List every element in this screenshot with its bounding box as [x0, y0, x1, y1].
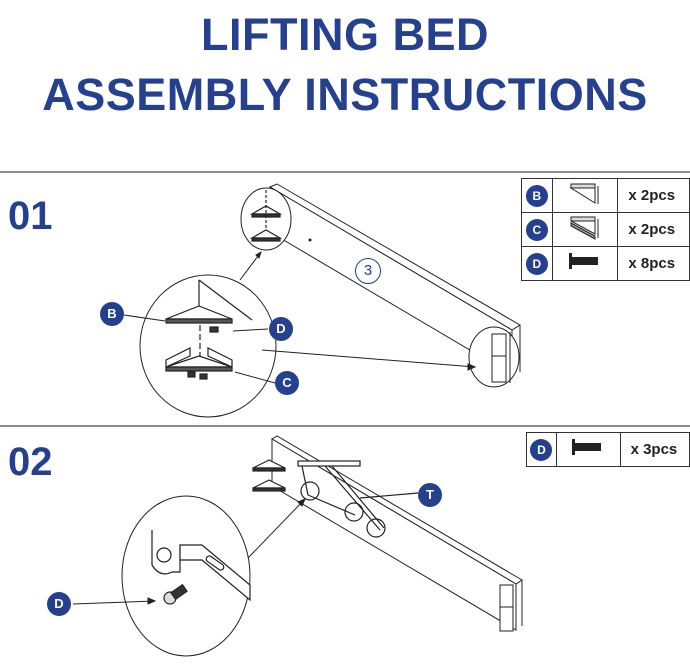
callout-b: B [100, 302, 124, 326]
screw-icon [572, 439, 602, 455]
title-line-1: LIFTING BED [201, 9, 489, 60]
screw-icon [568, 253, 598, 269]
callout-t: T [418, 483, 442, 507]
divider [0, 171, 690, 173]
title-line-2: ASSEMBLY INSTRUCTIONS [42, 69, 648, 120]
screw-d-detail [163, 583, 188, 605]
callout-d: D [47, 592, 71, 616]
parts-row: D x 8pcs [521, 246, 690, 281]
detail-circle-top [240, 187, 292, 251]
hinge-detail [151, 530, 251, 605]
step-number-02: 02 [8, 440, 53, 484]
bracket-pair-small [249, 190, 283, 242]
bracket-b-icon [569, 183, 599, 204]
detail-circle-large [139, 274, 277, 418]
part-number-3: 3 [355, 258, 381, 284]
bracket-pair-right [491, 332, 511, 383]
part-label: D [525, 252, 548, 275]
bracket-c-detail [165, 347, 233, 380]
callout-d: D [269, 317, 293, 341]
callout-c: C [275, 371, 299, 395]
bracket-c-icon [570, 216, 599, 240]
part-label: B [525, 184, 548, 207]
parts-table-step1: B x 2pcs C x 2pcs D x 8pcs [521, 178, 690, 281]
part-label: C [525, 218, 548, 241]
part-label: D [530, 438, 553, 461]
parts-table-step2: D x 3pcs [526, 432, 690, 467]
divider [0, 425, 690, 427]
part-qty: x 2pcs [617, 212, 690, 247]
part-qty: x 8pcs [617, 246, 690, 281]
detail-circle-step2 [121, 495, 251, 657]
parts-row: D x 3pcs [526, 432, 690, 467]
part-qty: x 3pcs [619, 432, 690, 467]
parts-row: B x 2pcs [521, 178, 690, 213]
lift-mechanism-t [297, 460, 419, 538]
step-number-01: 01 [8, 194, 53, 238]
bracket-pair-step2 [252, 459, 286, 492]
part-qty: x 2pcs [617, 178, 690, 213]
pointer-arrows-step1 [123, 250, 477, 384]
pointer-arrows-step2 [72, 498, 306, 605]
parts-row: C x 2pcs [521, 212, 690, 247]
bracket-b-detail [165, 279, 253, 360]
